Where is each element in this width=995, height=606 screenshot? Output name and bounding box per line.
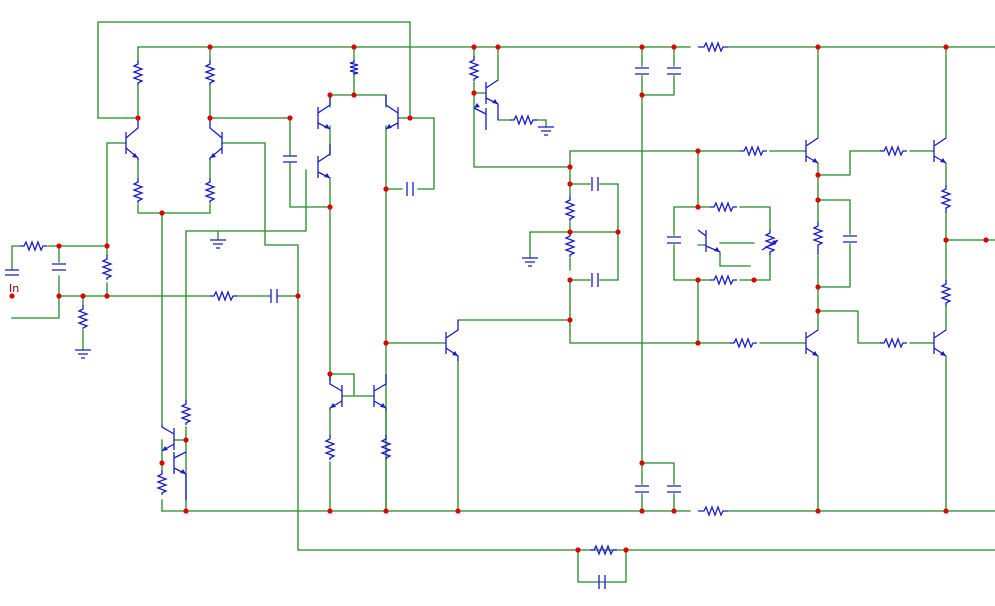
resistor-r9 xyxy=(564,196,576,221)
junctions xyxy=(9,44,989,553)
resistor-r2 xyxy=(204,60,216,85)
resistor-r3 xyxy=(349,60,359,75)
ground-symbol xyxy=(210,239,226,249)
resistor-r8 xyxy=(468,56,480,81)
transistor-q6 xyxy=(329,374,343,410)
resistor-r19 xyxy=(210,290,237,302)
transistor-q5 xyxy=(317,144,331,179)
resistor-r1 xyxy=(132,60,144,85)
resistor-r28 xyxy=(880,337,907,349)
capacitor-c5 xyxy=(667,67,681,75)
resistor-r11 xyxy=(180,400,192,425)
capacitor-c11 xyxy=(406,182,414,196)
resistor-r18 xyxy=(20,240,47,252)
capacitor-c7 xyxy=(667,485,681,493)
capacitor-c1 xyxy=(5,269,19,276)
resistor-r5 xyxy=(204,178,216,203)
resistor-r14 xyxy=(380,435,392,460)
transistor-q12 xyxy=(173,451,187,500)
capacitor-c3 xyxy=(283,155,297,163)
resistor-r21 xyxy=(698,41,728,53)
capacitor-c6 xyxy=(635,485,649,493)
transistor-q16 xyxy=(933,137,947,164)
resistor-r23 xyxy=(740,145,767,157)
resistor-r17 xyxy=(940,280,952,306)
resistor-r12 xyxy=(156,470,168,495)
capacitor-c10 xyxy=(270,289,278,303)
resistor-r10 xyxy=(564,232,576,257)
wires xyxy=(11,21,995,583)
resistor-r4 xyxy=(132,178,144,203)
transistor-q7 xyxy=(373,374,387,410)
ground-symbol xyxy=(538,126,554,136)
resistor-r6 xyxy=(101,255,113,280)
capacitor-c2 xyxy=(52,263,66,271)
transistor-q13 xyxy=(697,229,721,253)
resistor-r20 xyxy=(510,114,537,126)
capacitor-c12 xyxy=(591,177,599,191)
transistor-q9 xyxy=(485,79,499,120)
resistor-r26 xyxy=(710,274,737,286)
resistor-r27 xyxy=(880,145,907,157)
resistor-r25 xyxy=(710,201,737,213)
transistor-q8 xyxy=(445,320,459,361)
transistor-q10 xyxy=(473,103,487,130)
transistor-q11 xyxy=(161,425,175,452)
ground-symbol xyxy=(75,349,91,359)
capacitor-c9 xyxy=(843,235,857,243)
capacitor-c13 xyxy=(591,273,599,287)
resistor-r22 xyxy=(698,505,728,517)
capacitor-c14 xyxy=(598,575,606,589)
transistor-q15 xyxy=(805,329,819,357)
transistor-q4 xyxy=(385,95,399,130)
ground-symbol xyxy=(522,257,538,267)
resistor-r16 xyxy=(940,185,952,213)
transistor-q1 xyxy=(125,118,139,160)
transistor-q14 xyxy=(805,137,819,164)
resistor-r7 xyxy=(77,305,89,329)
transistor-q2 xyxy=(209,118,223,160)
transistor-q3 xyxy=(317,95,331,130)
resistor-r24 xyxy=(730,337,757,349)
resistor-r15 xyxy=(812,222,824,255)
resistor-r29 xyxy=(590,544,617,556)
resistor-r13 xyxy=(324,435,336,460)
transistor-q17 xyxy=(933,329,947,357)
capacitor-c4 xyxy=(635,67,649,75)
components xyxy=(5,41,952,589)
capacitor-c8 xyxy=(667,236,681,244)
potentiometer xyxy=(761,230,779,255)
input-label: In xyxy=(9,282,19,295)
